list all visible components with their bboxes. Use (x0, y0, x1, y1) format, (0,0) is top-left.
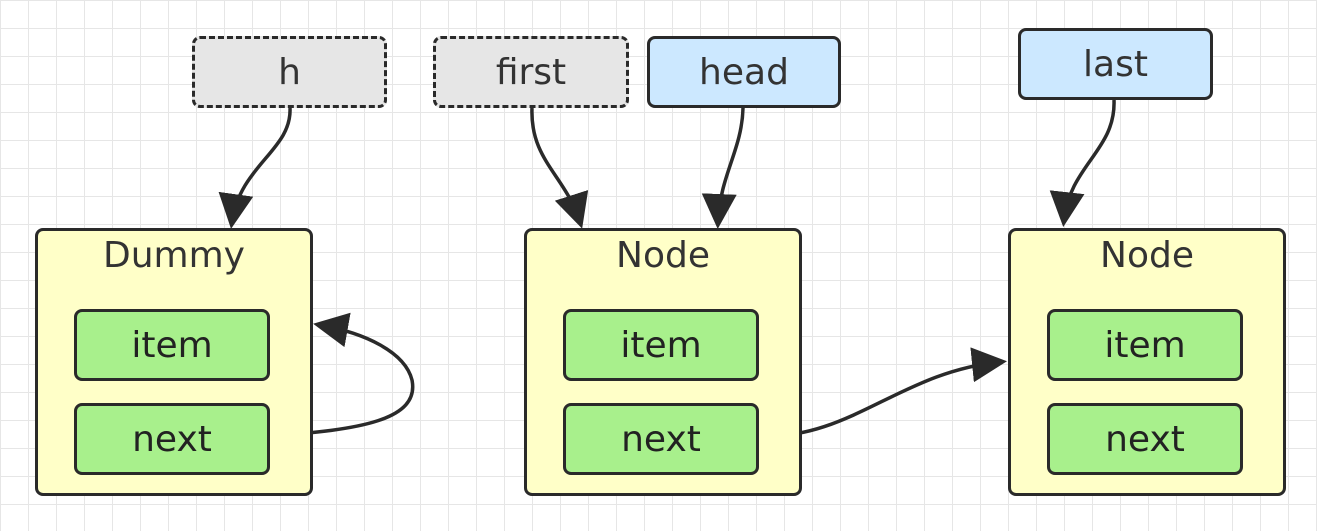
node-dummy-title: Dummy (103, 235, 245, 276)
node-middle: Node item next (524, 228, 802, 496)
arrow-dummy-next-self-loop (269, 312, 415, 438)
arrow-last-to-node (1049, 99, 1116, 227)
node-dummy-item-label: item (131, 324, 213, 366)
node-last-next-field: next (1047, 403, 1243, 475)
pointer-h: h (192, 36, 387, 108)
node-dummy: Dummy item next (35, 228, 313, 496)
pointer-first-label: first (495, 51, 567, 93)
node-last: Node item next (1008, 228, 1286, 496)
arrow-head-to-node (701, 107, 745, 229)
node-dummy-next-field: next (74, 403, 270, 475)
node-middle-item-label: item (620, 324, 702, 366)
pointer-head: head (647, 36, 841, 108)
node-last-next-label: next (1105, 418, 1185, 460)
node-last-item-field: item (1047, 309, 1243, 381)
arrow-h-to-dummy (218, 107, 292, 229)
node-last-item-label: item (1104, 324, 1186, 366)
node-middle-item-field: item (563, 309, 759, 381)
node-middle-next-label: next (621, 418, 701, 460)
node-middle-next-field: next (563, 403, 759, 475)
pointer-last: last (1018, 28, 1213, 100)
node-dummy-next-label: next (132, 418, 212, 460)
node-last-title: Node (1100, 235, 1194, 276)
node-middle-title: Node (616, 235, 710, 276)
node-dummy-item-field: item (74, 309, 270, 381)
pointer-last-label: last (1083, 43, 1148, 85)
pointer-head-label: head (699, 51, 789, 93)
pointer-first: first (433, 36, 629, 108)
pointer-h-label: h (278, 51, 301, 93)
arrow-first-to-node (530, 107, 589, 229)
